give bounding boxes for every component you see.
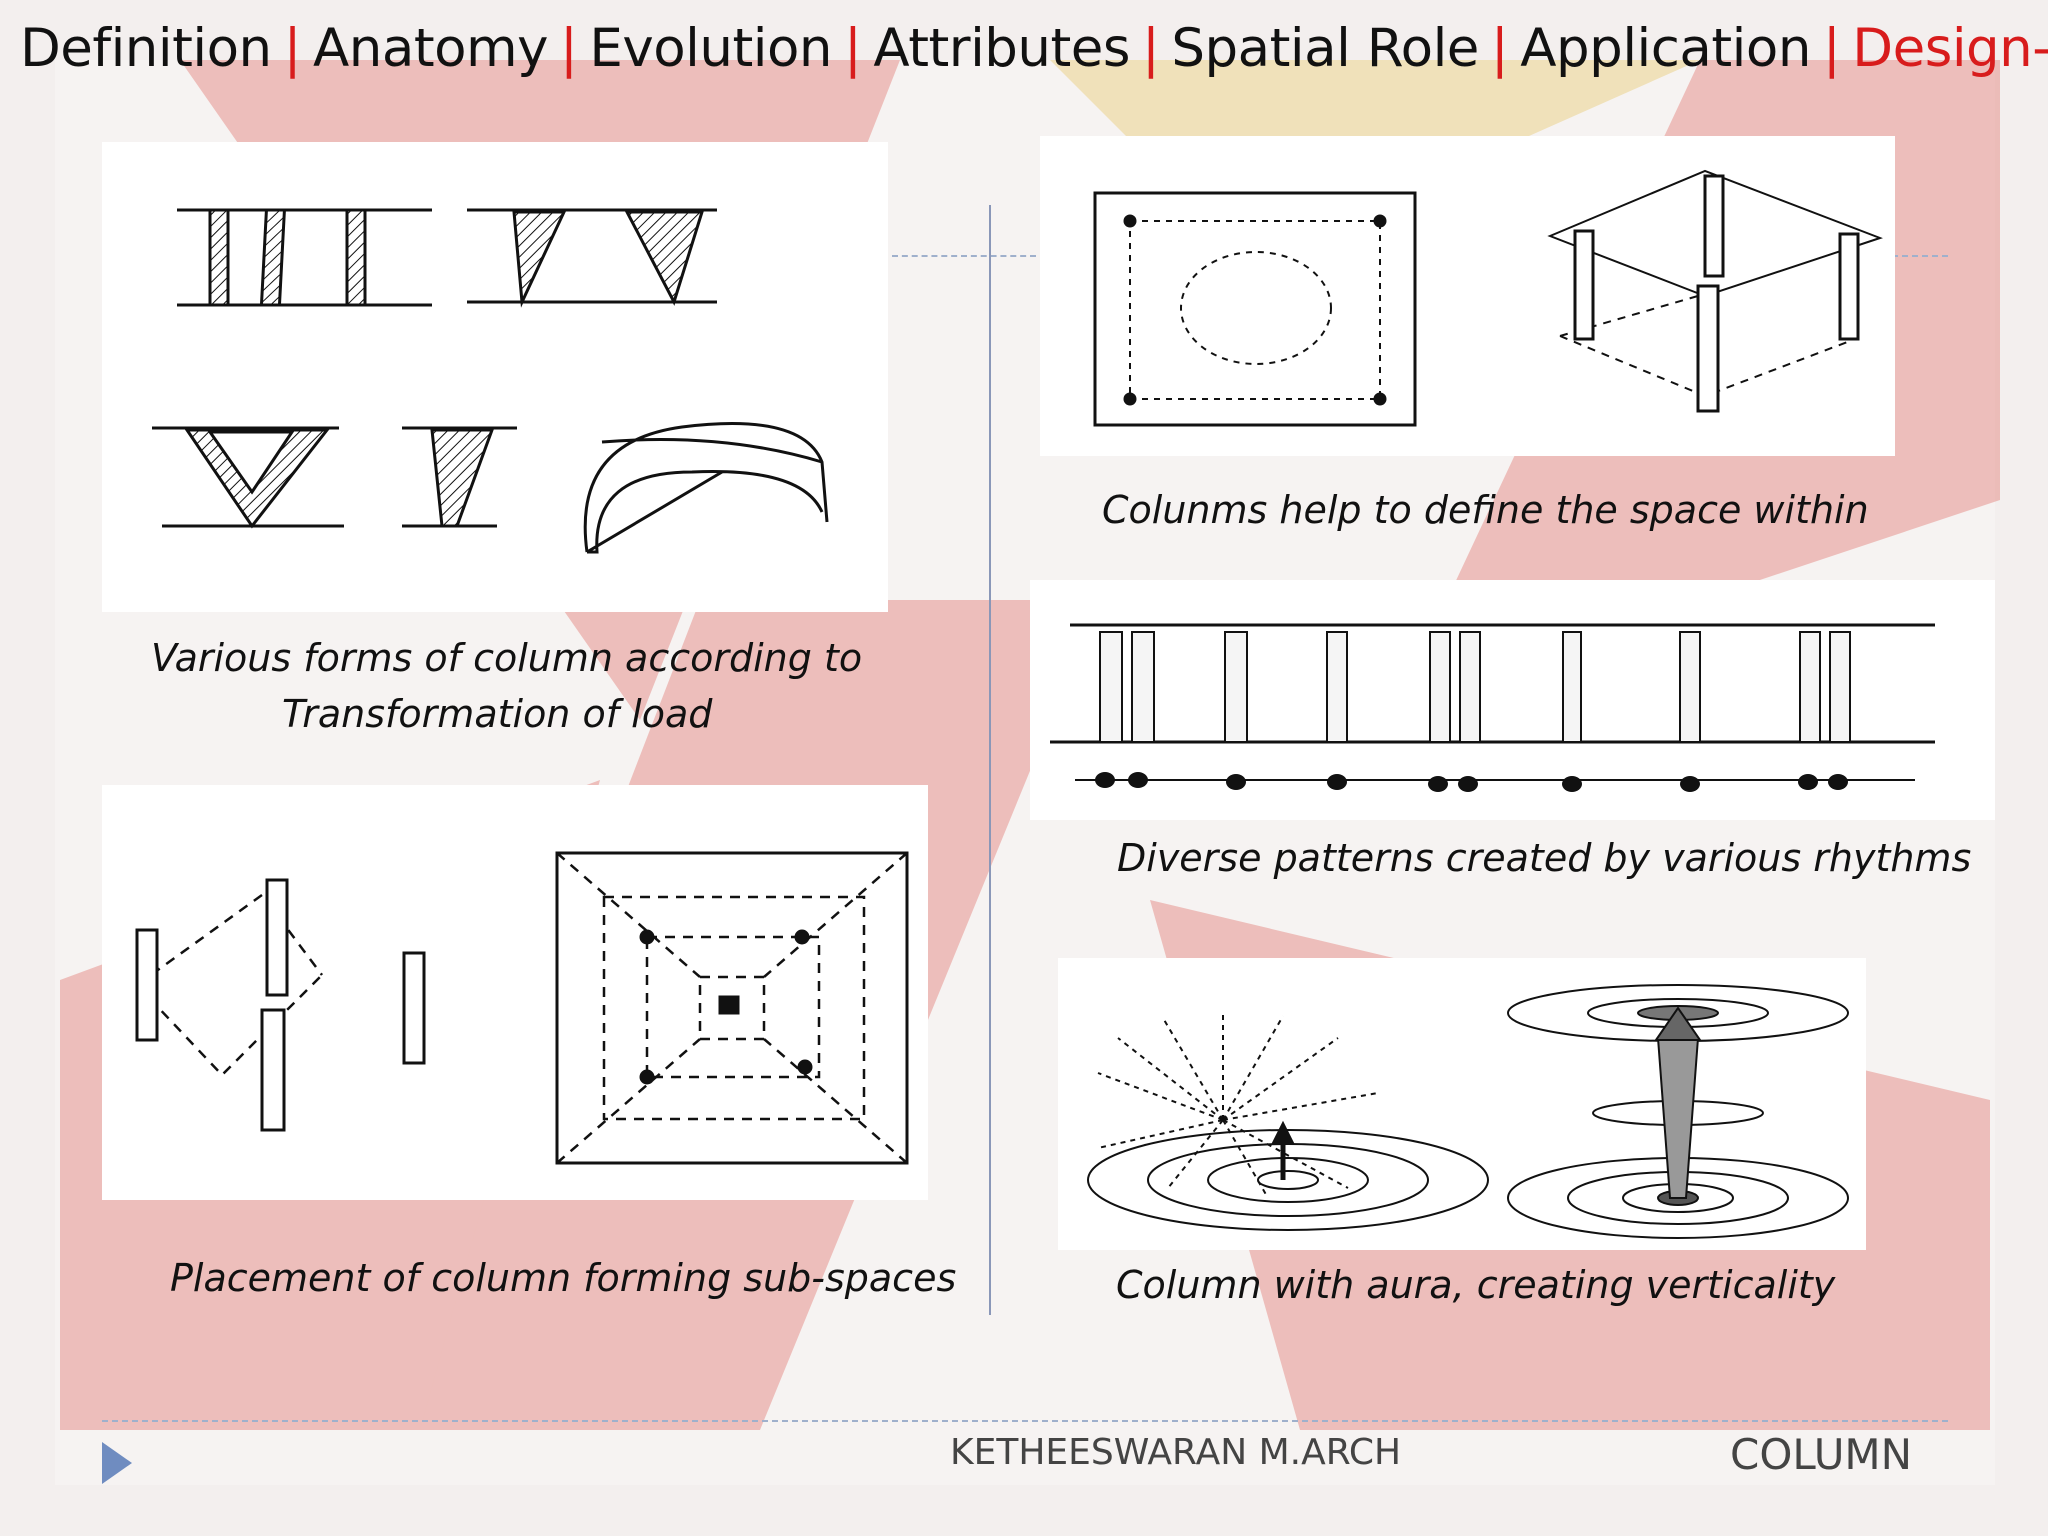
figure-rhythms [1030, 580, 1995, 820]
figure-column-placement [102, 785, 928, 1200]
figure-caption: Placement of column forming sub-spaces [170, 1256, 957, 1300]
figure-caption: Various forms of column according to [151, 636, 863, 680]
nav-separator: | [1490, 18, 1509, 79]
guide-line [892, 255, 1036, 257]
footer-divider [102, 1420, 1948, 1422]
nav-separator: | [560, 18, 578, 79]
footer-title: COLUMN [1730, 1430, 1913, 1479]
section-nav: Definition|Anatomy|Evolution|Attributes|… [20, 14, 2048, 84]
nav-item-anatomy[interactable]: Anatomy [313, 18, 549, 79]
nav-item-design-cons[interactable]: Design-Cons. [1852, 18, 2048, 79]
nav-item-definition[interactable]: Definition [20, 18, 272, 79]
nav-item-spatial-role[interactable]: Spatial Role [1171, 18, 1479, 79]
nav-separator: | [844, 18, 862, 79]
nav-separator: | [1142, 18, 1160, 79]
figure-aura [1058, 958, 1866, 1250]
nav-item-attributes[interactable]: Attributes [873, 18, 1131, 79]
figure-caption: Colunms help to define the space within [1102, 488, 1869, 532]
guide-line [1892, 255, 1948, 257]
figure-caption: Diverse patterns created by various rhyt… [1117, 836, 1972, 880]
figure-caption: Column with aura, creating verticality [1116, 1263, 1836, 1307]
nav-item-application[interactable]: Application [1520, 18, 1811, 79]
nav-item-evolution[interactable]: Evolution [589, 18, 833, 79]
footer-author: KETHEESWARAN M.ARCH [950, 1432, 1402, 1473]
nav-separator: | [283, 18, 302, 79]
nav-separator: | [1822, 18, 1841, 79]
figure-column-forms [102, 142, 888, 612]
triangle-right-icon[interactable] [102, 1442, 132, 1484]
figure-define-space [1040, 136, 1895, 456]
center-divider [989, 205, 991, 1315]
figure-caption: Transformation of load [282, 692, 713, 736]
